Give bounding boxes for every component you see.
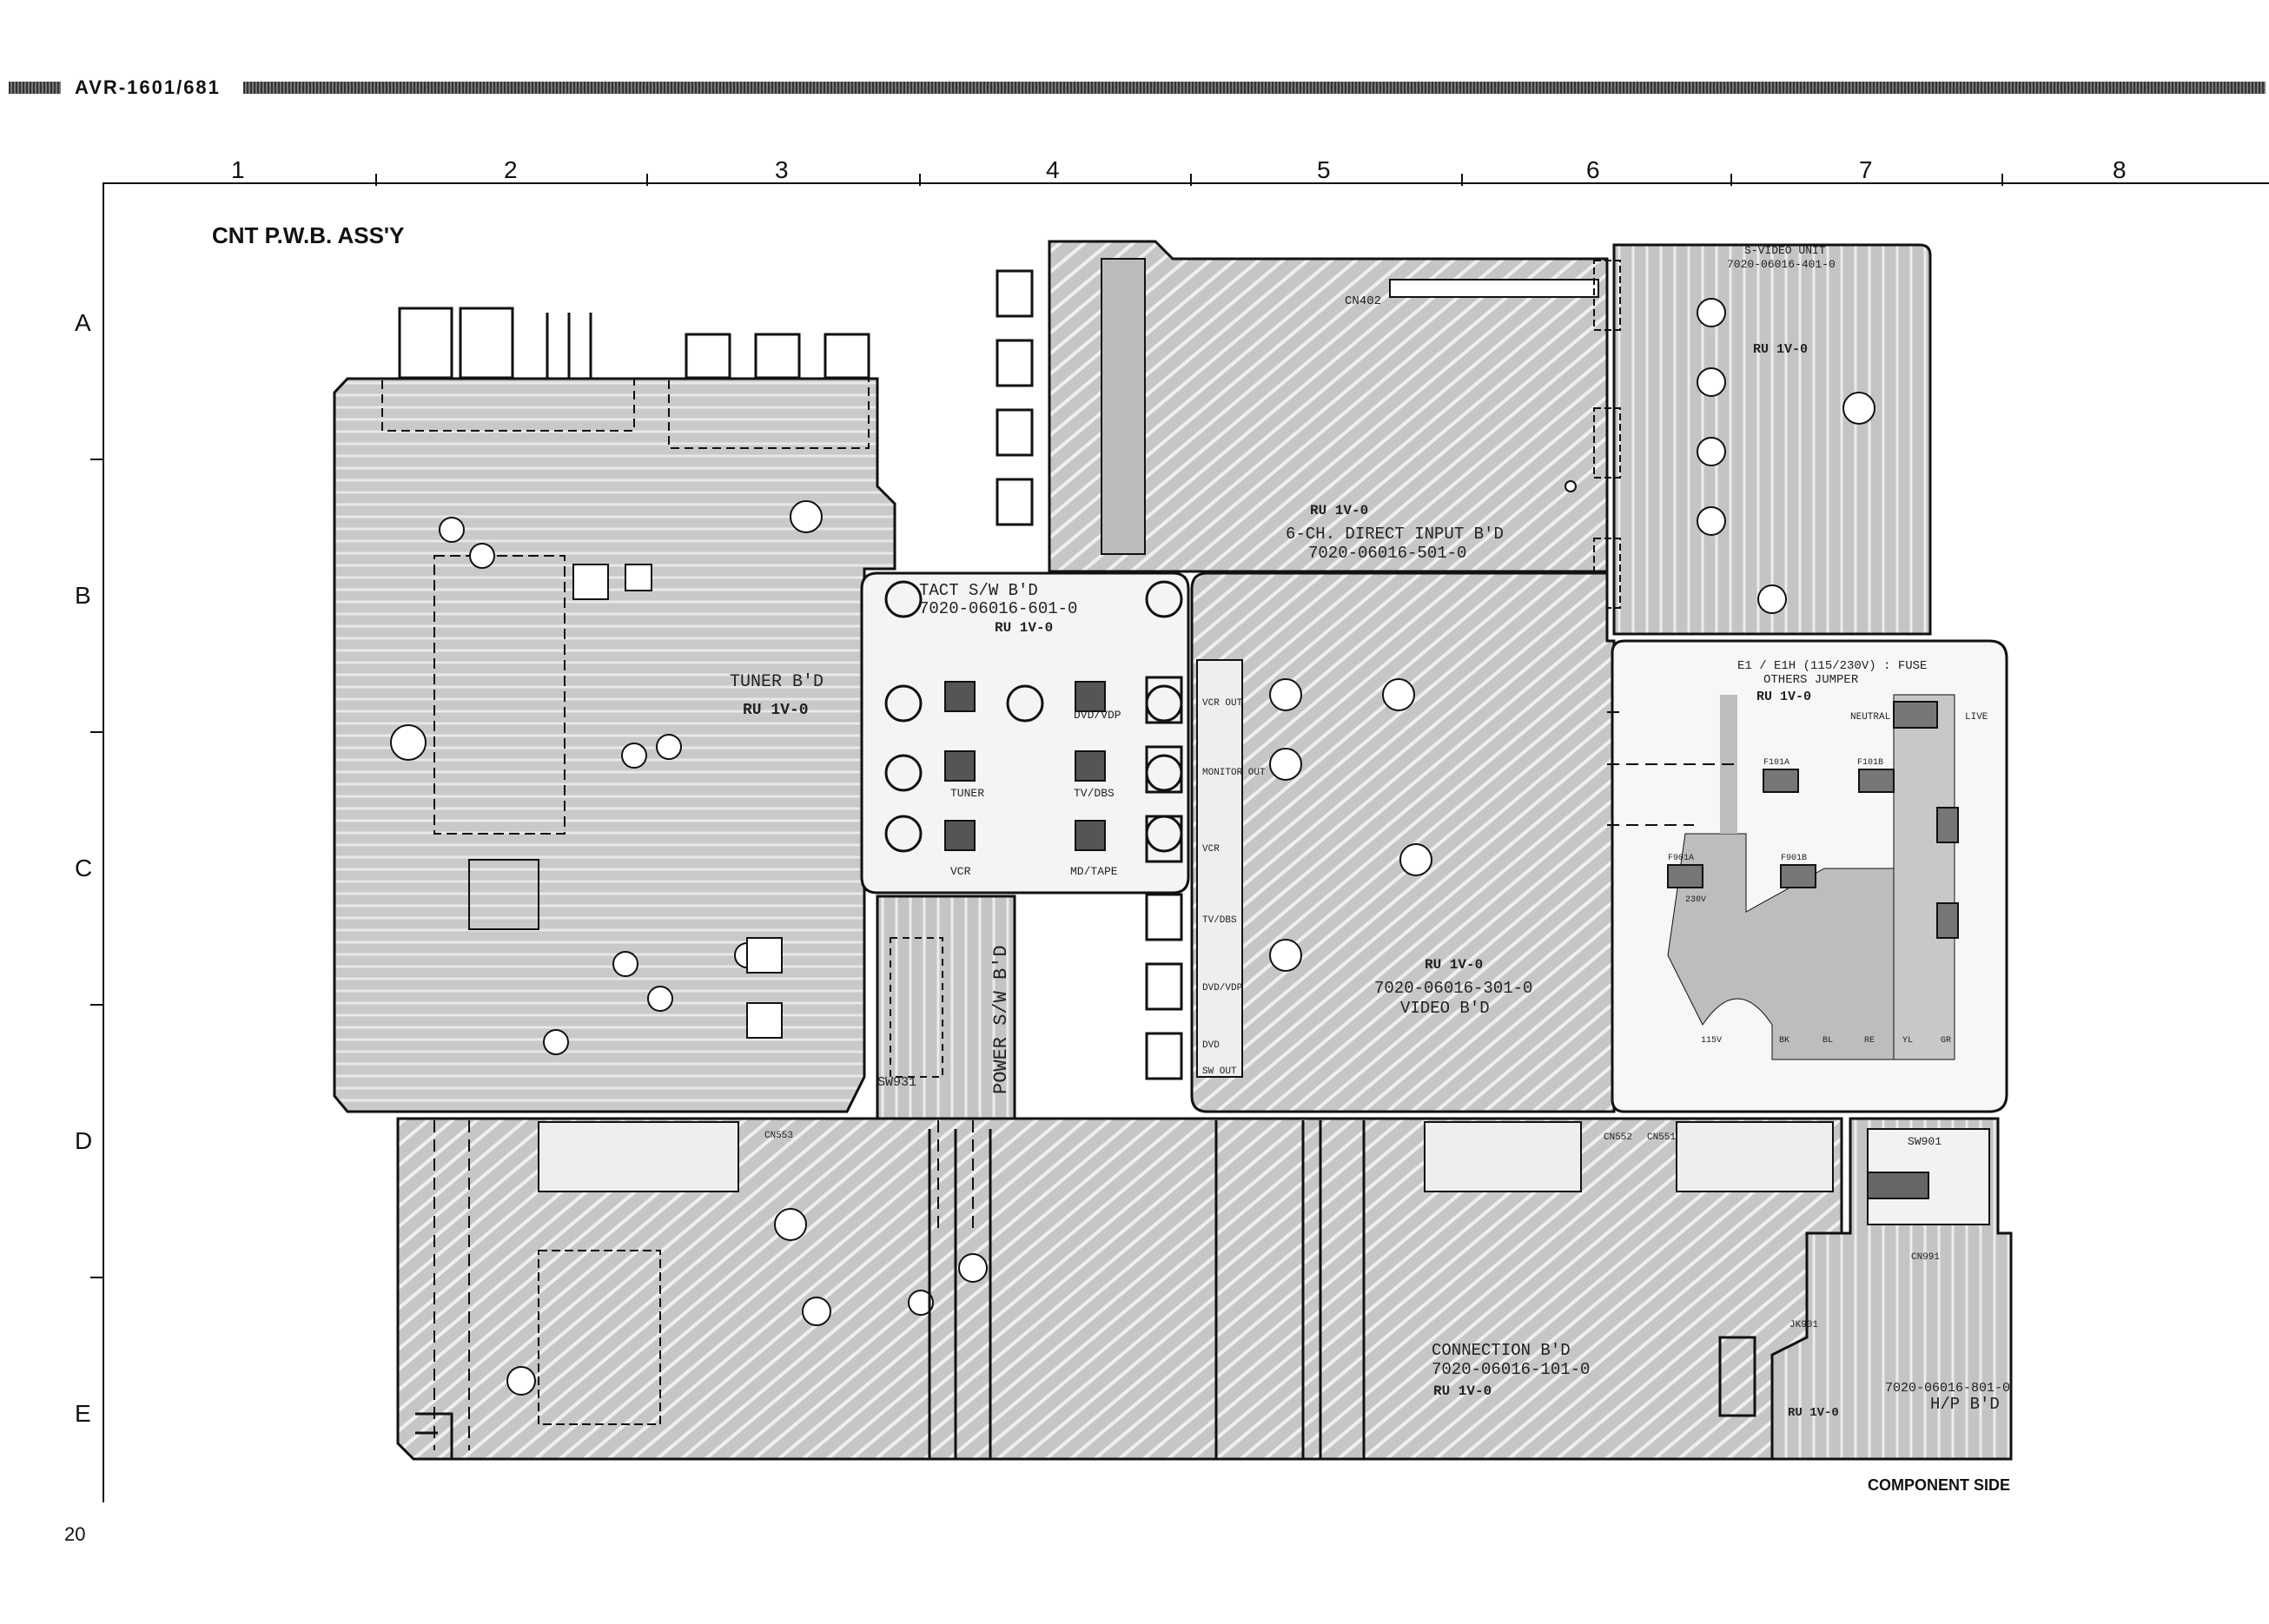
row-label: A (75, 309, 91, 336)
row-tick (90, 1004, 103, 1006)
tact-button-label: TUNER (950, 787, 984, 800)
row-tick (90, 1277, 103, 1278)
power-switch-board: POWER S/W B'D SW931 (876, 895, 1016, 1122)
svideo-board: S-VIDEO UNIT 7020-06016-401-0 RU 1V-0 (1593, 243, 1932, 636)
fuse-label: F101B (1857, 758, 1883, 768)
tact-button-label: VCR (950, 865, 971, 878)
column-label: 2 (504, 156, 518, 183)
connection-connector: CN553 (764, 1131, 793, 1141)
tuner-board: TUNER B'D RU 1V-0 (333, 307, 896, 1113)
column-tick (919, 174, 921, 186)
tuner-board-code: RU 1V-0 (743, 702, 809, 719)
column-tick (1461, 174, 1463, 186)
fuse-label: BK (1779, 1036, 1789, 1046)
video-port-label: TV/DBS (1202, 915, 1237, 926)
video-board-label: VIDEO B'D (1400, 999, 1490, 1018)
power-switch-id: SW931 (877, 1075, 916, 1090)
row-label: C (75, 855, 93, 881)
column-tick (2001, 174, 2003, 186)
hp-label: SW901 (1908, 1135, 1942, 1148)
column-label: 1 (231, 156, 245, 183)
video-port-label: VCR OUT (1202, 698, 1243, 709)
column-label: 4 (1046, 156, 1060, 183)
hp-code: RU 1V-0 (1788, 1406, 1839, 1420)
connection-part: 7020-06016-101-0 (1432, 1360, 1590, 1379)
fuse-label: 230V (1685, 895, 1706, 905)
fuse-label: YL (1902, 1036, 1913, 1046)
column-label: 6 (1586, 156, 1600, 183)
hp-part: 7020-06016-801-0 (1885, 1381, 2010, 1396)
connection-connector: CN552 (1604, 1132, 1632, 1143)
tact-button-label: DVD/VDP (1074, 709, 1121, 722)
fuse-label: BL (1822, 1036, 1833, 1046)
fuse-note: E1 / E1H (115/230V) : FUSE (1737, 659, 1927, 673)
video-board: VCR OUT MONITOR OUT VCR TV/DBS DVD/VDP D… (1145, 571, 1616, 1113)
video-board-code: RU 1V-0 (1425, 957, 1483, 973)
tact-board-label: TACT S/W B'D (919, 581, 1038, 600)
document-title: AVR-1601/681 (68, 76, 228, 99)
connection-board: CN553 CN552 CN551 CONNECTION B'D 7020-06… (396, 1117, 1843, 1461)
column-axis (104, 182, 2269, 184)
connection-label: CONNECTION B'D (1432, 1341, 1571, 1360)
tuner-board-label: TUNER B'D (730, 672, 824, 692)
connection-code: RU 1V-0 (1433, 1383, 1492, 1399)
row-axis (103, 182, 104, 1502)
fuse-label: GR (1941, 1036, 1951, 1046)
tact-button-label: TV/DBS (1074, 787, 1115, 800)
video-port-label: SW OUT (1202, 1066, 1237, 1077)
header-bar-right (243, 82, 2266, 94)
column-label: 3 (775, 156, 789, 183)
fuse-label: 115V (1701, 1036, 1722, 1046)
row-label: D (75, 1127, 93, 1154)
fuse-label: F901B (1781, 854, 1807, 863)
page-number: 20 (64, 1523, 86, 1545)
fuse-label: NEUTRAL (1850, 712, 1890, 723)
svideo-label: S-VIDEO UNIT (1744, 244, 1826, 257)
direct-board-code: RU 1V-0 (1310, 503, 1368, 518)
tact-switch-board: TACT S/W B'D 7020-06016-601-0 RU 1V-0 TU… (860, 571, 1190, 895)
video-port-label: VCR (1202, 844, 1220, 855)
video-board-part: 7020-06016-301-0 (1374, 979, 1532, 998)
fuse-code: RU 1V-0 (1756, 690, 1811, 704)
column-label: 8 (2113, 156, 2127, 183)
direct-board-label: 6-CH. DIRECT INPUT B'D (1286, 525, 1504, 544)
fuse-label: F101A (1763, 758, 1789, 768)
svideo-code: RU 1V-0 (1753, 342, 1808, 357)
row-tick (90, 459, 103, 460)
column-tick (375, 174, 377, 186)
direct-input-board: CN402 RU 1V-0 6-CH. DIRECT INPUT B'D 702… (996, 240, 1609, 573)
fuse-label: F901A (1668, 854, 1694, 863)
fuse-label: LIVE (1965, 712, 1988, 723)
video-port-label: DVD/VDP (1202, 983, 1243, 994)
row-label: E (75, 1400, 91, 1427)
column-label: 5 (1317, 156, 1331, 183)
connection-connector: CN551 (1647, 1132, 1676, 1143)
video-port-label: MONITOR OUT (1202, 768, 1266, 778)
hp-label: CN991 (1911, 1252, 1940, 1263)
row-label: B (75, 582, 91, 609)
fuse-board: E1 / E1H (115/230V) : FUSE OTHERS JUMPER… (1611, 639, 2008, 1113)
tact-board-part: 7020-06016-601-0 (919, 599, 1077, 618)
hp-label: JK901 (1789, 1320, 1818, 1330)
tact-board-code: RU 1V-0 (995, 620, 1053, 636)
svideo-part: 7020-06016-401-0 (1727, 258, 1836, 271)
row-tick (90, 731, 103, 733)
assembly-title: CNT P.W.B. ASS'Y (212, 222, 405, 248)
tact-button-label: MD/TAPE (1070, 865, 1118, 878)
header-bar (9, 82, 61, 94)
column-label: 7 (1859, 156, 1873, 183)
power-board-label: POWER S/W B'D (990, 945, 1012, 1094)
component-side-label: COMPONENT SIDE (1868, 1476, 2011, 1494)
fuse-label: RE (1864, 1036, 1875, 1046)
headphone-board: SW901 CN991 JK901 7020-06016-801-0 H/P B… (1718, 1117, 2013, 1461)
fuse-note-2: OTHERS JUMPER (1763, 673, 1859, 687)
column-tick (646, 174, 648, 186)
column-tick (1730, 174, 1732, 186)
direct-board-part: 7020-06016-501-0 (1308, 544, 1466, 563)
column-tick (1190, 174, 1192, 186)
hp-board-label: H/P B'D (1930, 1395, 2000, 1414)
direct-input-connector: CN402 (1345, 294, 1381, 308)
video-port-label: DVD (1202, 1040, 1220, 1051)
